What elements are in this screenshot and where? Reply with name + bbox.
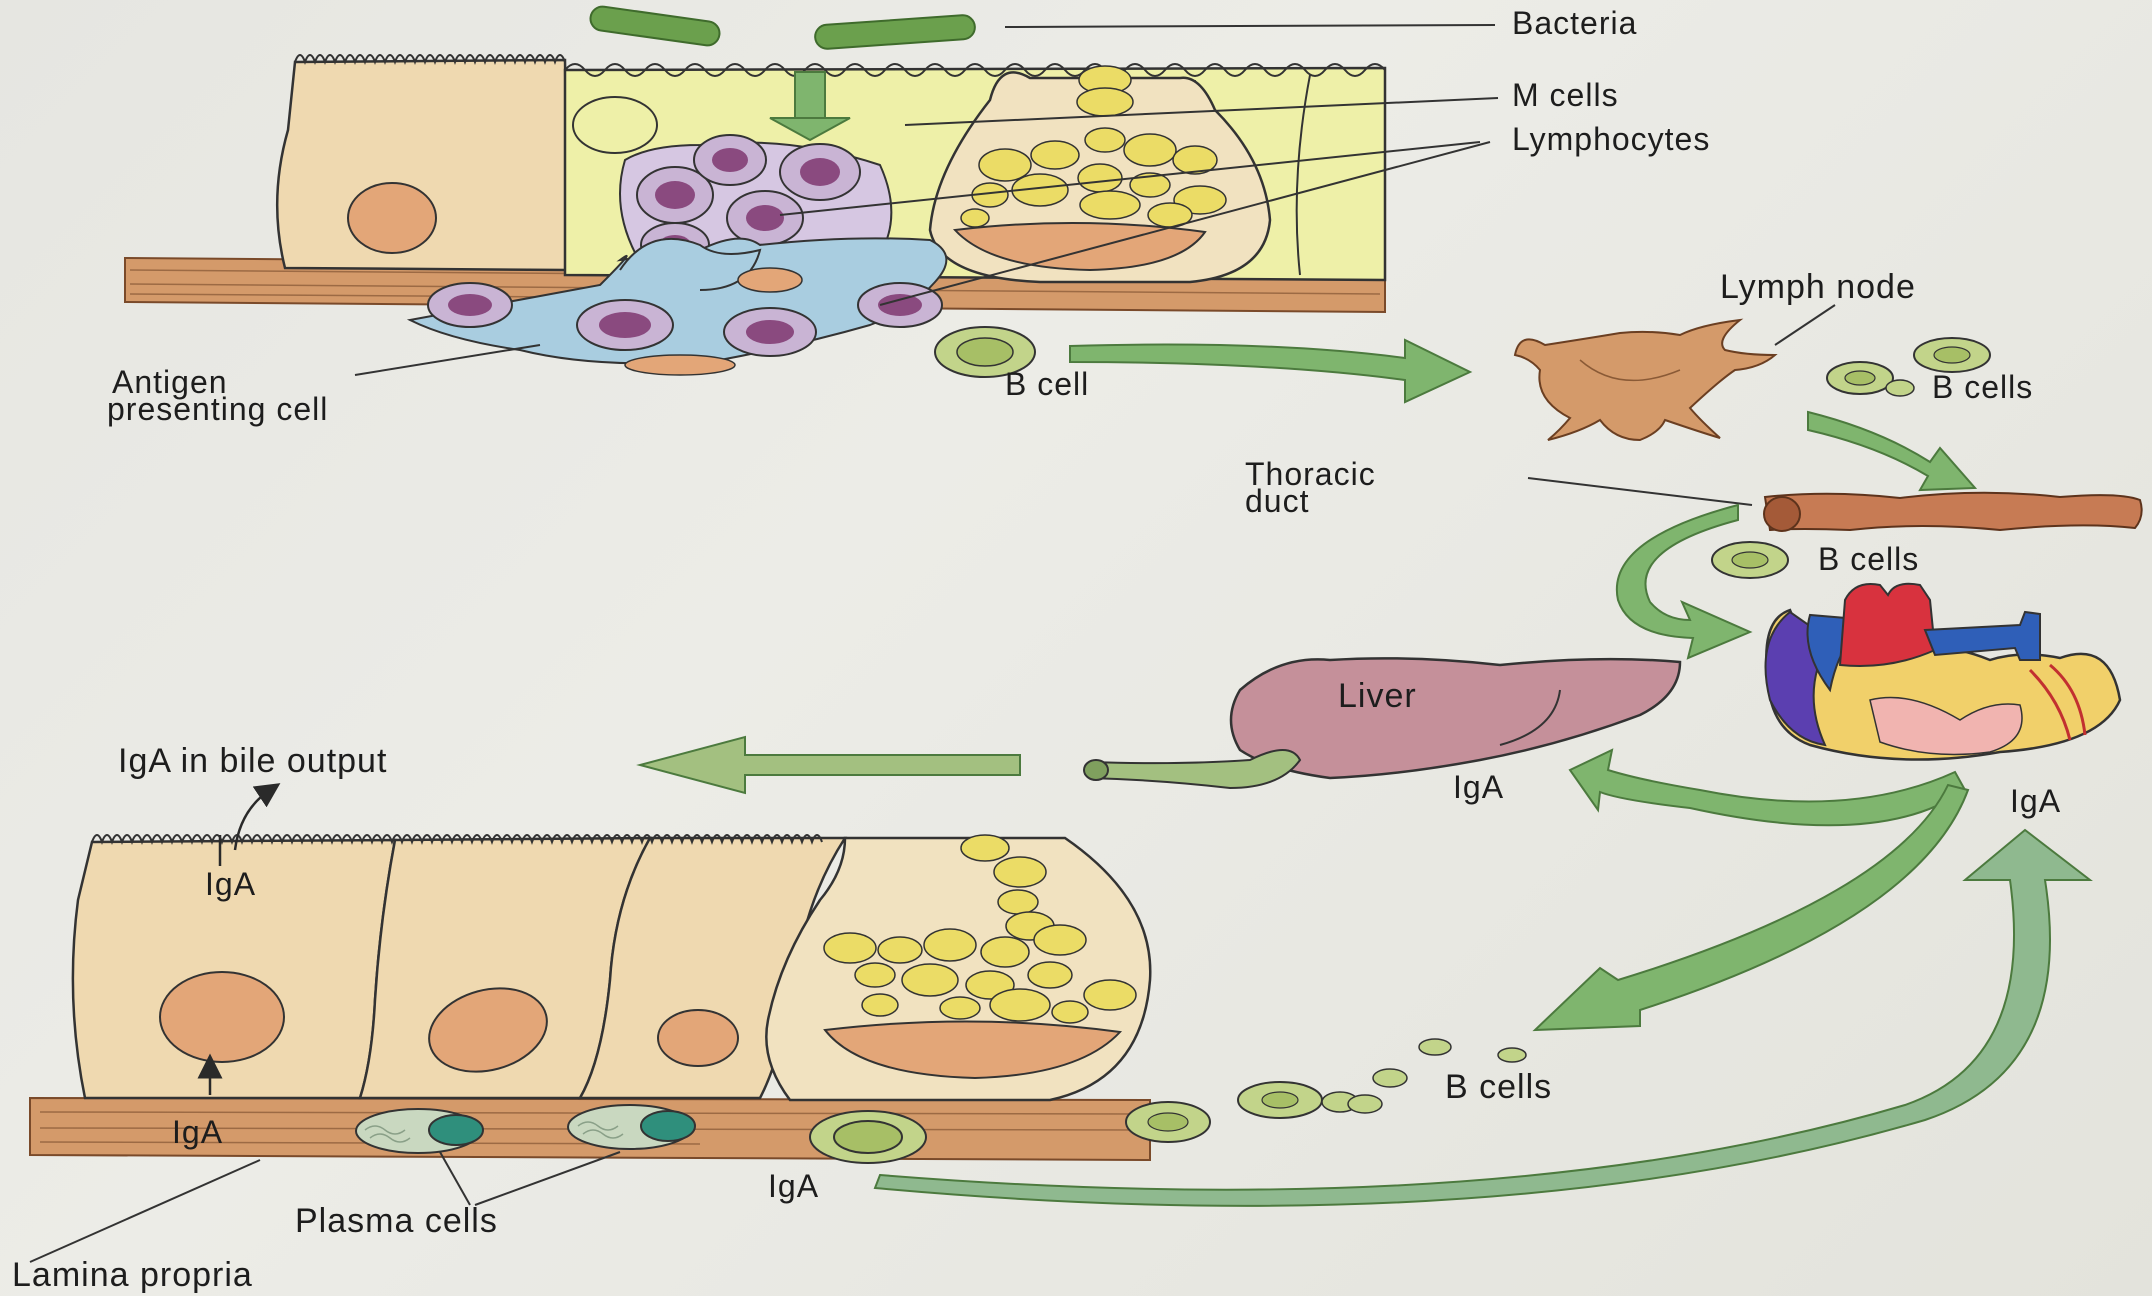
leader-line: [1005, 25, 1495, 27]
iga-cell-label: IgA: [205, 866, 256, 902]
top-epithelium: [125, 5, 1498, 377]
lymphocytes-label: Lymphocytes: [1512, 121, 1710, 157]
leader-line: [1528, 478, 1752, 505]
iga-bottom-label: IgA: [768, 1168, 819, 1204]
green-arrow: [1808, 412, 1975, 490]
leader-line: [1775, 305, 1835, 345]
antigen-label-line2: presenting cell: [107, 391, 328, 427]
leader-line: [30, 1160, 260, 1262]
apc-nucleus: [738, 268, 802, 292]
leader-line: [440, 1152, 470, 1205]
iga-liver-label: IgA: [1453, 769, 1504, 805]
green-arrow: [1070, 340, 1470, 402]
green-arrow: [1570, 750, 1965, 825]
thoracic-duct: [1764, 493, 2142, 531]
m-cells-label: M cells: [1512, 77, 1619, 113]
bile-duct: [1090, 750, 1300, 788]
leader-line: [355, 345, 540, 375]
liver-label: Liver: [1338, 677, 1417, 715]
lamina-propria-label: Lamina propria: [12, 1256, 253, 1294]
b-cell: [1712, 542, 1788, 578]
iga-lamina-label: IgA: [172, 1114, 223, 1150]
thoracic-label-line2: duct: [1245, 483, 1309, 519]
pulmonary-artery: [1925, 612, 2040, 660]
b-cells-duct-label: B cells: [1818, 541, 1919, 577]
green-arrow: [1617, 505, 1750, 658]
nucleus: [160, 972, 284, 1062]
bacterium: [814, 14, 975, 49]
aorta: [1840, 584, 1935, 666]
plasma-cell: [356, 1109, 483, 1153]
iga-heart-label: IgA: [2010, 783, 2061, 819]
green-arrow: [1535, 785, 1968, 1030]
b-cell-label: B cell: [1005, 366, 1089, 402]
nucleus: [348, 183, 436, 253]
bacterium: [589, 5, 721, 47]
plasma-cells-label: Plasma cells: [295, 1202, 498, 1240]
lymph-node: [1515, 320, 1775, 440]
bile-output-arrow: [640, 737, 1020, 793]
heart: [1766, 584, 2121, 760]
b-cells-bottom-label: B cells: [1445, 1068, 1552, 1106]
b-cells-node-label: B cells: [1932, 369, 2033, 405]
iga-bile-output-label: IgA in bile output: [118, 742, 387, 780]
nucleus: [658, 1010, 738, 1066]
b-cell: [810, 1111, 926, 1163]
apc-nucleus: [625, 355, 735, 375]
lymph-node-label: Lymph node: [1720, 268, 1916, 306]
nucleus: [573, 97, 657, 153]
leader-line: [475, 1152, 620, 1205]
bacteria-label: Bacteria: [1512, 5, 1637, 41]
plasma-cell: [568, 1105, 695, 1149]
